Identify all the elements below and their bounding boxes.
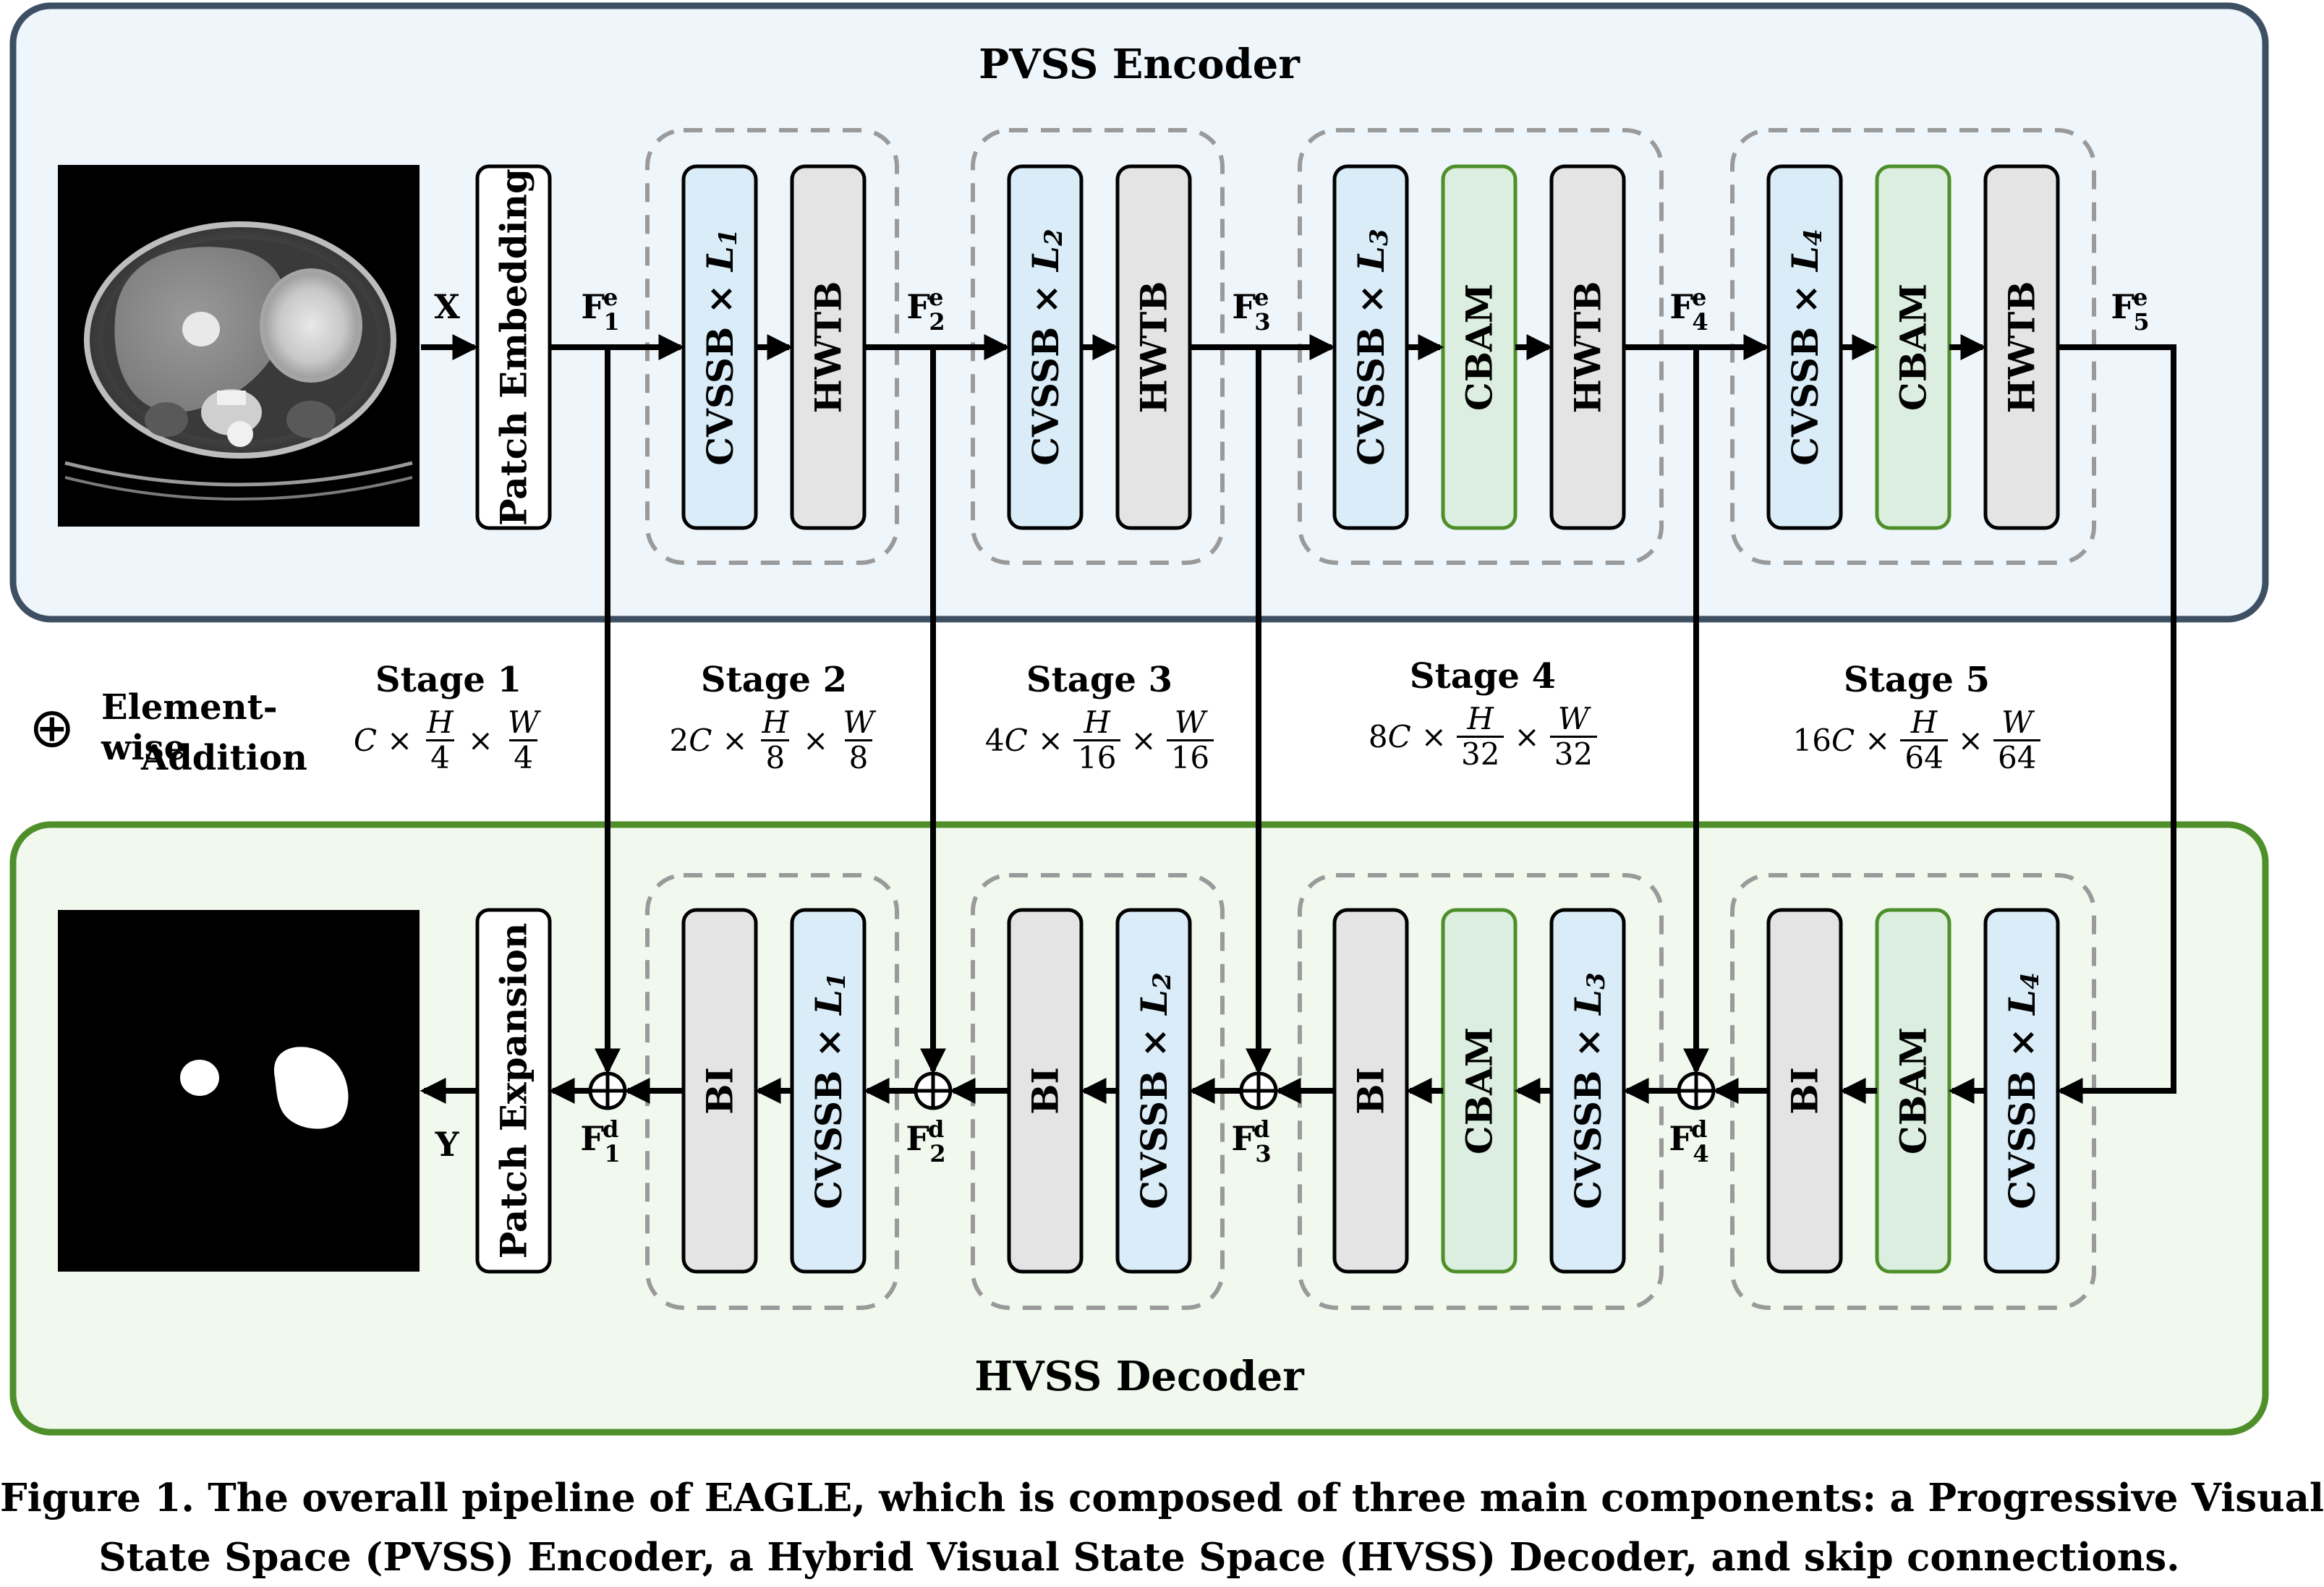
eagle-pipeline-diagram: PVSS Encoder HVSS Decoder Patch Embeddin… xyxy=(9,2,2269,1436)
encoder-stage-3-block-3-label: HWTB xyxy=(1567,281,1609,414)
stage-1-times-1: × xyxy=(386,723,413,758)
stage-1-name: Stage 1 xyxy=(375,660,522,700)
stage-4-coef: 8C xyxy=(1368,719,1411,754)
encoder-stage-3-block-1-label: CVSSB × L3 xyxy=(1350,229,1395,466)
encoder-stage-4-block-2-label: CBAM xyxy=(1892,284,1935,411)
encoder-stage-4-block-1-label: CVSSB × L4 xyxy=(1784,229,1829,466)
output-label: Y xyxy=(435,1125,460,1164)
encoder-stage-1-block-1-label: CVSSB × L1 xyxy=(699,229,744,466)
encoder-stage-2-block-2-label: HWTB xyxy=(1133,281,1175,414)
decoder-stage-2-block-2-label: CVSSB × L2 xyxy=(1133,972,1178,1209)
encoder-stage-2-block-1-label: CVSSB × L2 xyxy=(1024,229,1069,466)
segmentation-output-mask xyxy=(58,910,420,1272)
stage-1-coef: C xyxy=(353,723,377,758)
encoder-stage-1-block-2-label: HWTB xyxy=(807,281,850,414)
decoder-stage-4-block-3-label: CVSSB × L4 xyxy=(2001,972,2046,1209)
caption-line2: State Space (PVSS) Encoder, a Hybrid Vis… xyxy=(98,1535,2180,1580)
encoder-stage-3-block-2-label: CBAM xyxy=(1458,284,1501,411)
figure-caption: Figure 1. The overall pipeline of EAGLE,… xyxy=(0,1468,2324,1587)
patch-expansion-label: Patch Expansion xyxy=(493,923,535,1259)
decoder-stage-4-block-2-label: CBAM xyxy=(1892,1027,1935,1154)
legend-line2: Addition xyxy=(141,738,307,778)
stage-4-name: Stage 4 xyxy=(1409,656,1557,697)
stage-5-name: Stage 5 xyxy=(1843,660,1991,700)
stage-3-times-1: × xyxy=(1037,723,1063,758)
stage-2-times-1: × xyxy=(722,723,748,758)
stage-3-coef: 4C xyxy=(984,723,1028,758)
decoder-stage-4-block-1-label: BI xyxy=(1784,1067,1826,1115)
decoder-stage-3-block-1-label: BI xyxy=(1350,1067,1392,1115)
stage-2-coef: 2C xyxy=(669,723,712,758)
stage-2-times-2: × xyxy=(803,723,829,758)
stage-4-times-1: × xyxy=(1421,719,1447,754)
bottleneck-connection xyxy=(2056,344,2176,1104)
decoder-stage-3-block-2-label: CBAM xyxy=(1458,1027,1501,1154)
stage-4-times-2: × xyxy=(1514,719,1540,754)
ct-input-image xyxy=(58,165,420,527)
stage-5-times-1: × xyxy=(1865,723,1891,758)
legend-line1: Element-wise xyxy=(101,687,278,768)
encoder-title: PVSS Encoder xyxy=(979,41,1301,88)
decoder-title: HVSS Decoder xyxy=(974,1353,1305,1400)
stage-5-coef: 16C xyxy=(1792,723,1855,758)
decoder-stage-1-block-1-label: BI xyxy=(699,1067,741,1115)
input-label: X xyxy=(434,287,460,326)
decoder-stage-1-block-2-label: CVSSB × L1 xyxy=(807,972,852,1209)
stage-2-name: Stage 2 xyxy=(700,660,848,700)
legend: ⊕ Element-wise Addition xyxy=(29,687,347,781)
stage-1-times-2: × xyxy=(467,723,493,758)
stage-3-name: Stage 3 xyxy=(1026,660,1173,700)
stage-5-times-2: × xyxy=(1957,723,1983,758)
element-wise-addition-icon: ⊕ xyxy=(29,695,75,760)
caption-line1: Figure 1. The overall pipeline of EAGLE,… xyxy=(0,1476,2324,1520)
decoder-stage-2-block-1-label: BI xyxy=(1024,1067,1067,1115)
decoder-stage-3-block-3-label: CVSSB × L3 xyxy=(1567,972,1612,1209)
stage-3-times-2: × xyxy=(1131,723,1157,758)
encoder-stage-4-block-3-label: HWTB xyxy=(2001,281,2043,414)
patch-embedding-label: Patch Embedding xyxy=(493,169,535,526)
